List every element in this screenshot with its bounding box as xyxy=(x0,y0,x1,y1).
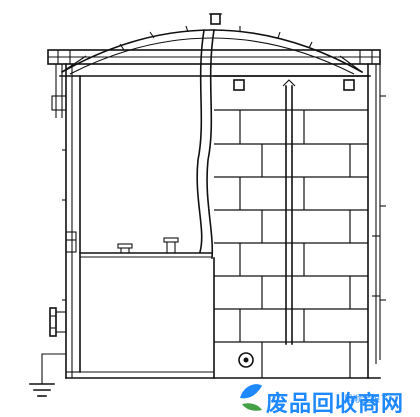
watermark-small-text: 风顺金银丫 xyxy=(344,393,389,405)
watermark-main-text: 废品回收商网 xyxy=(266,391,404,417)
bottom-manhole xyxy=(238,352,254,368)
leaf-logo-icon xyxy=(240,384,262,411)
tank-bottom xyxy=(65,371,381,379)
watermark: 废品回收商网 风顺金银丫 xyxy=(236,384,420,417)
section-break-line xyxy=(196,29,215,379)
brick-lining xyxy=(213,63,381,379)
ground-symbol xyxy=(29,353,66,397)
side-nozzle-flange xyxy=(49,307,67,337)
right-side-fittings xyxy=(372,95,386,301)
internal-vertical-pipe xyxy=(282,79,296,345)
internal-deck xyxy=(79,237,213,258)
dome-roof xyxy=(60,13,364,75)
